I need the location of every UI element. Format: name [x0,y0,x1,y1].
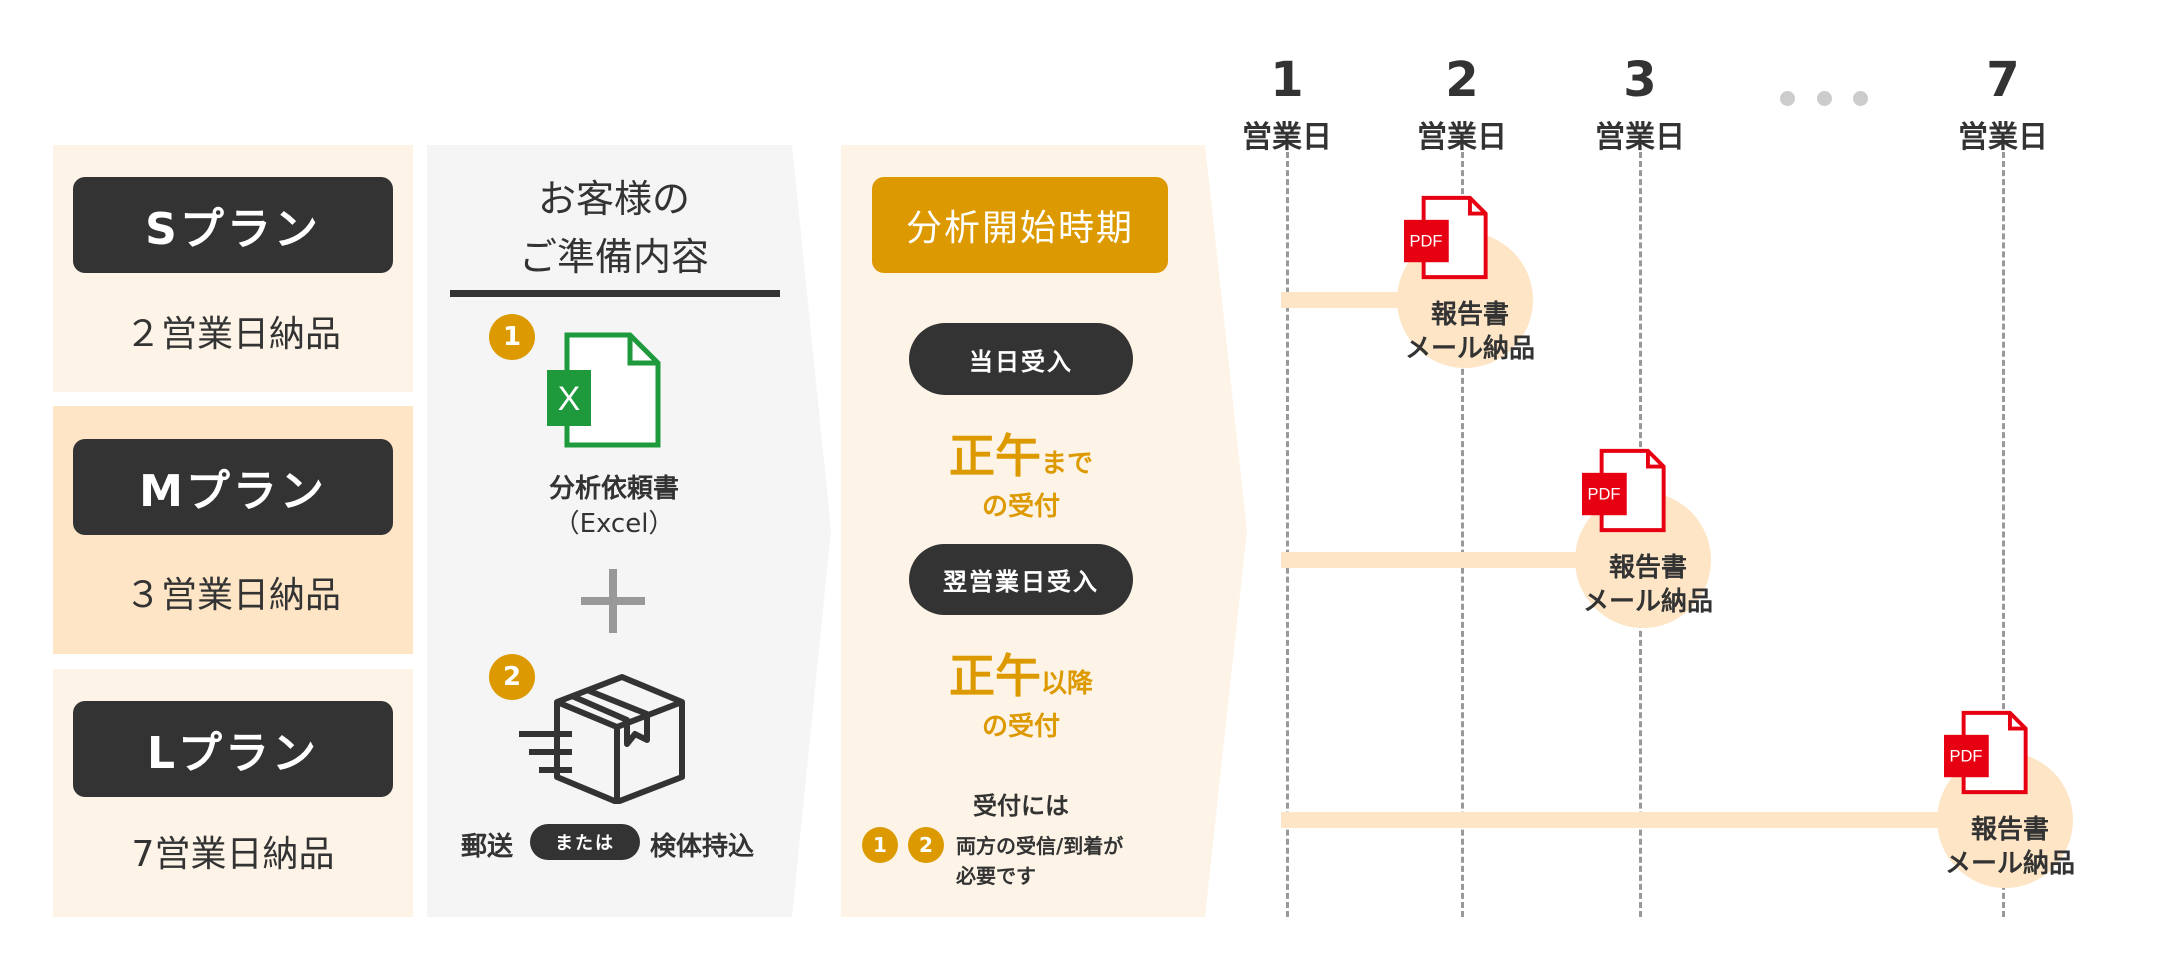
ellipsis-dot [1853,91,1868,106]
request-form-format: （Excel） [553,509,675,539]
plan-l-delivery: 7営業日納品 [131,834,335,875]
ellipsis-dot [1780,91,1795,106]
day-7-line [2002,152,2005,917]
shipping-box-icon [519,674,685,804]
start-time-title: 分析開始時期 [872,177,1168,273]
noon-after-line2: の受付 [981,712,1061,742]
divider [450,290,780,297]
plan-m-label: Mプラン [73,439,393,535]
noon-after-text: 正午以降 の受付 [949,640,1093,743]
email-delivery-label: メール納品 [1404,334,1536,364]
step-1-badge: 1 [489,314,535,360]
note-badge-2: 2 [908,827,944,863]
pdf-label: PDF [1950,748,1983,766]
day-2-label: 営業日 [1417,120,1507,155]
day-3-number: 3 [1623,52,1657,108]
note-text: 両方の受信/到着が 必要です [956,831,1123,891]
l-plan-duration-bar [1281,812,1941,828]
note-title: 受付には [973,792,1069,820]
preparation-title: お客様の ご準備内容 [519,170,709,286]
step-2-badge: 2 [489,654,535,700]
report-label: 報告書 [1608,553,1688,583]
noon-after-suffix: 以降 [1040,669,1094,699]
day-1-number: 1 [1270,52,1304,108]
note-line2: 必要です [956,864,1036,888]
email-delivery-label: メール納品 [1582,587,1714,617]
noon-before-text: 正午まで の受付 [949,420,1093,523]
mail-label: 郵送 [461,832,514,862]
report-delivery-text: 報告書メール納品 [1583,551,1713,619]
m-plan-duration-bar [1281,552,1651,568]
next-day-pill: 翌営業日受入 [909,544,1133,615]
pdf-file-icon: PDF [1944,710,2028,795]
report-delivery-text: 報告書メール納品 [1945,813,2075,881]
plan-l-label: Lプラン [73,701,393,797]
noon-before-suffix: まで [1040,449,1094,479]
preparation-title-line1: お客様の [537,177,691,221]
day-1-line [1286,152,1289,917]
day-2-line [1461,152,1464,917]
request-form-label: 分析依頼書 [548,474,680,504]
email-delivery-label: メール納品 [1944,849,2076,879]
ellipsis-dot [1817,91,1832,106]
same-day-pill: 当日受入 [909,323,1133,395]
excel-icon-letter: X [558,380,581,418]
excel-file-icon: X [547,332,661,448]
day-2-number: 2 [1445,52,1479,108]
noon-before-line2: の受付 [981,492,1061,522]
pdf-file-icon: PDF [1404,195,1488,280]
plan-s-delivery: ２営業日納品 [124,314,342,355]
report-label: 報告書 [1970,815,2050,845]
report-delivery-text: 報告書メール納品 [1405,298,1535,366]
note-line1: 両方の受信/到着が [956,834,1124,858]
preparation-title-line2: ご準備内容 [518,235,710,279]
or-pill: または [530,824,640,860]
day-3-label: 営業日 [1595,120,1685,155]
day-1-label: 営業日 [1242,120,1332,155]
report-label: 報告書 [1430,300,1510,330]
noon-big: 正午 [948,649,1041,703]
plus-icon [581,569,645,633]
day-7-label: 営業日 [1958,120,2048,155]
plan-m-delivery: ３営業日納品 [124,575,342,616]
pdf-file-icon: PDF [1582,448,1666,533]
plan-s-label: Sプラン [73,177,393,273]
bring-in-label: 検体持込 [650,832,755,862]
pdf-label: PDF [1588,486,1621,504]
note-badge-1: 1 [862,827,898,863]
day-7-number: 7 [1986,52,2020,108]
pdf-label: PDF [1410,233,1443,251]
noon-big: 正午 [948,429,1041,483]
